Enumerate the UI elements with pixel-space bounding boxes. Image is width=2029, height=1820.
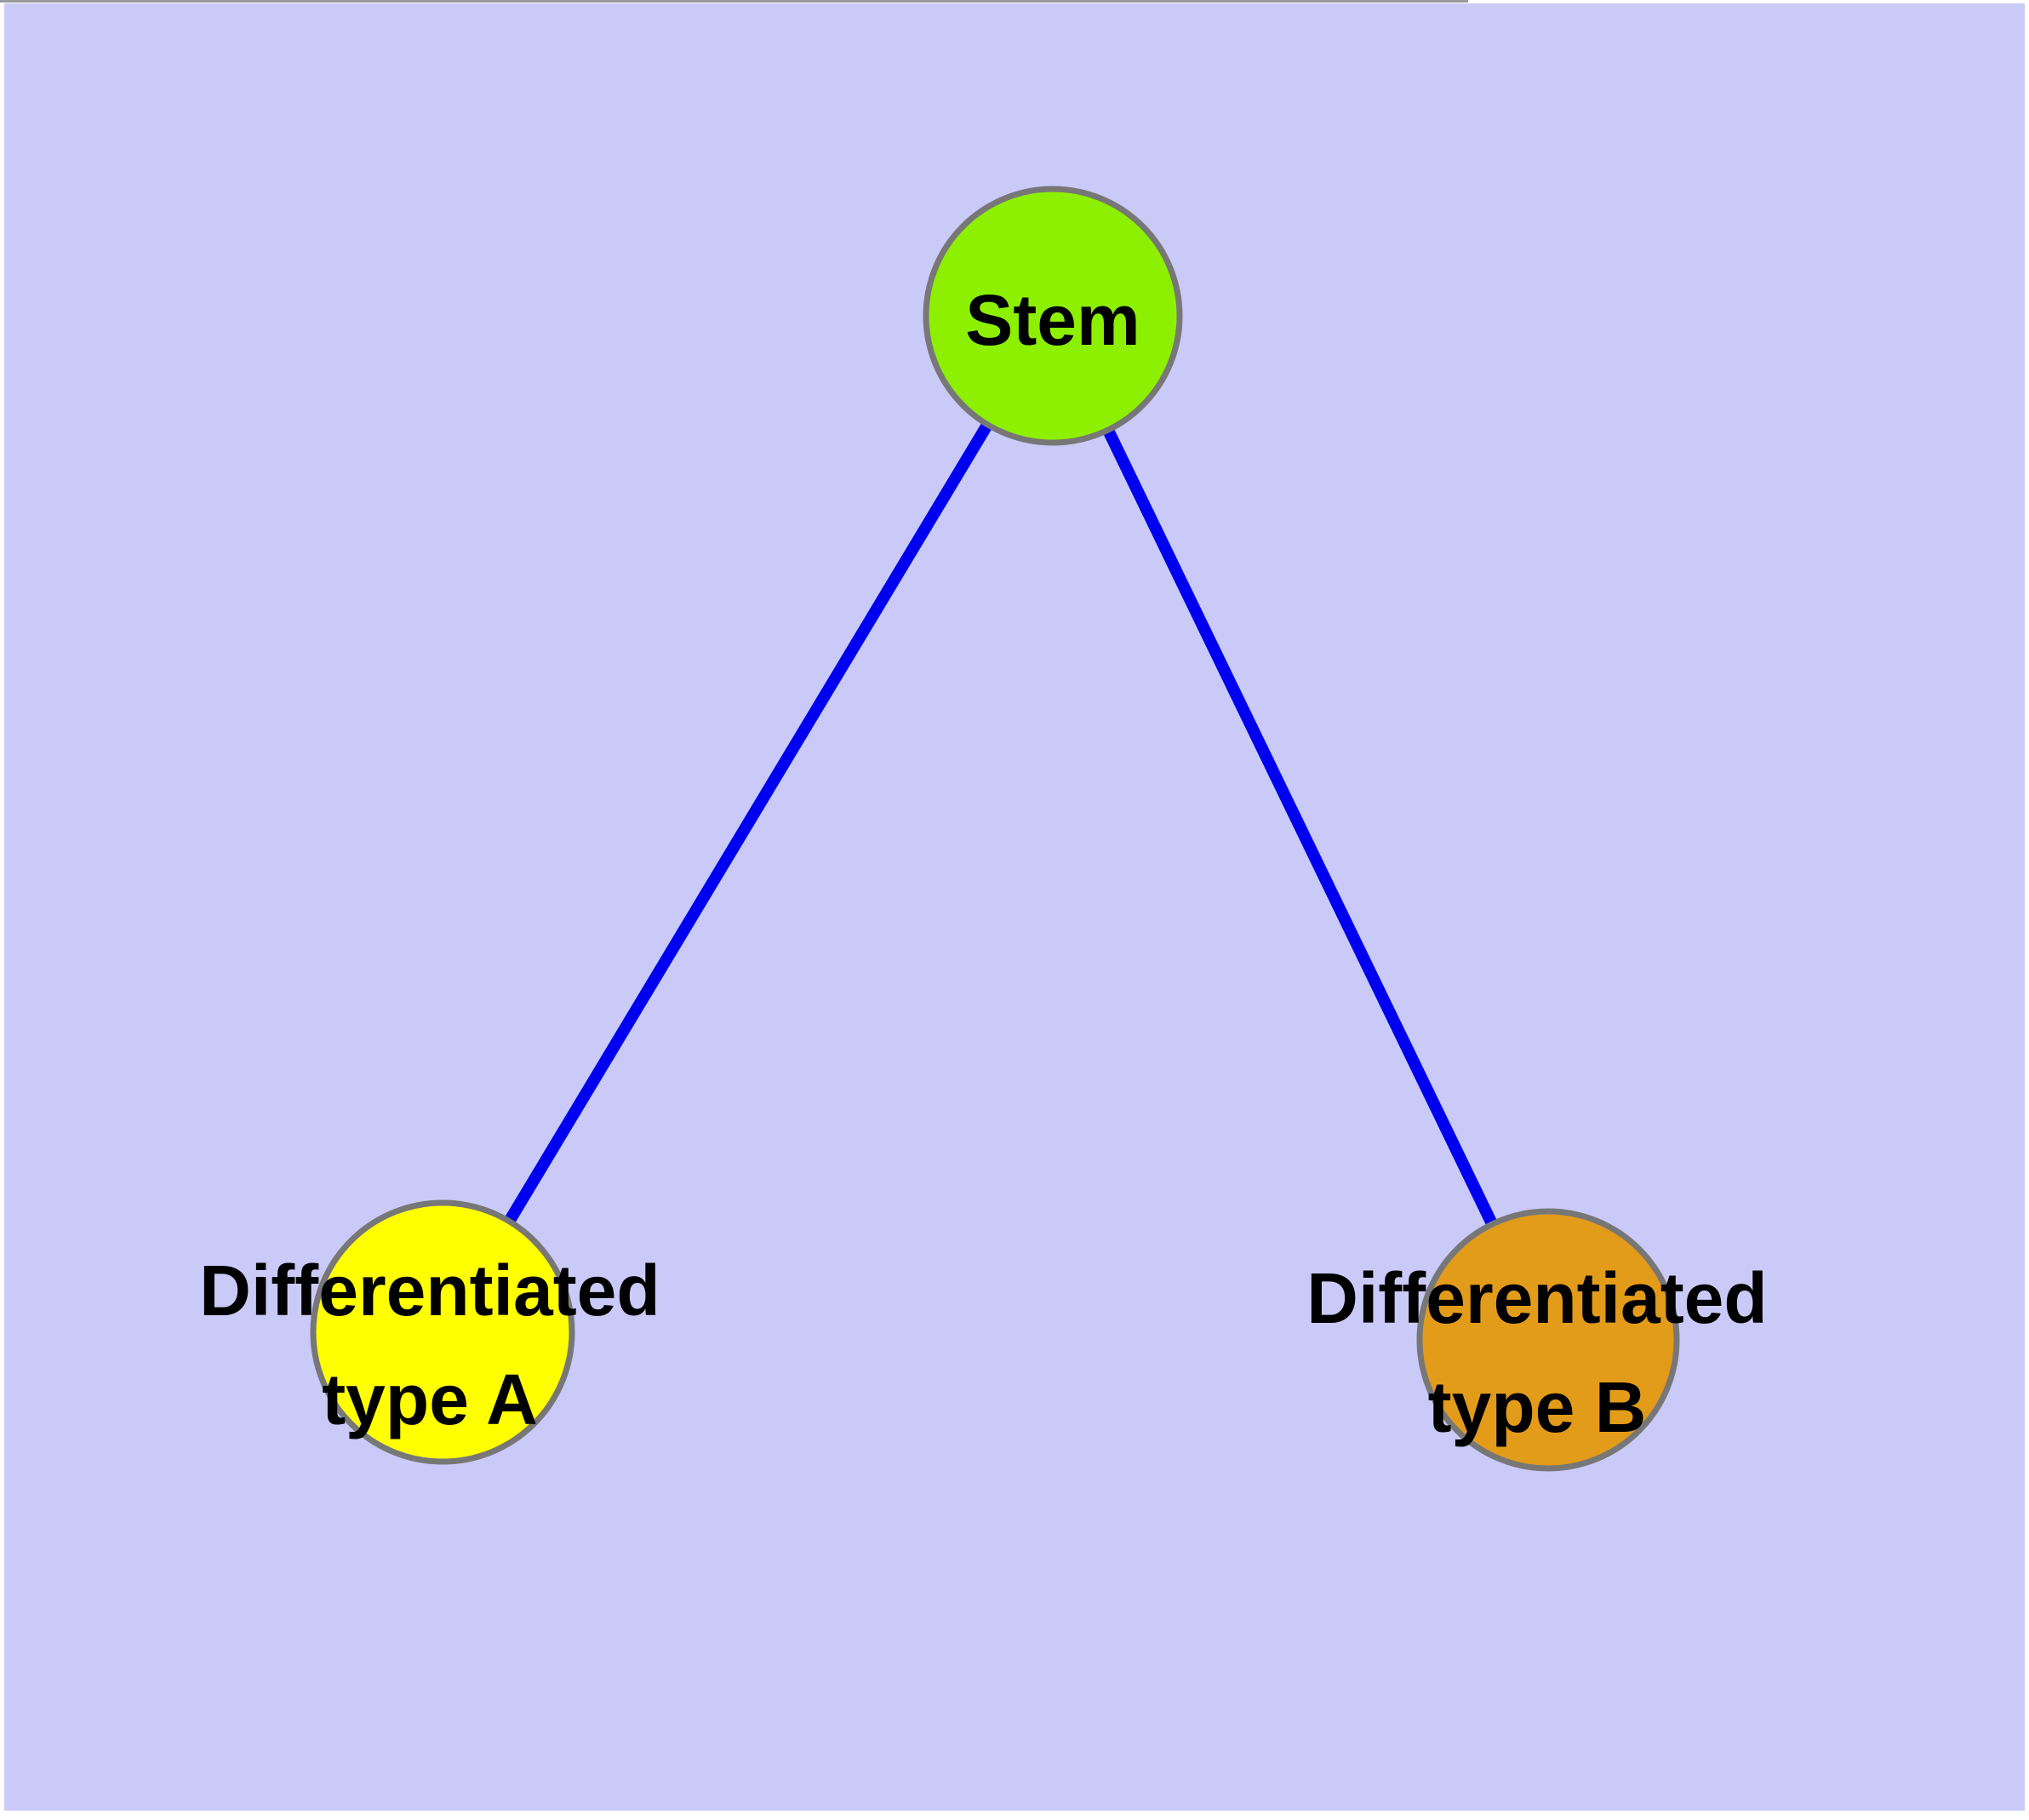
- node-label-type-b-line1: Differentiated: [1306, 1258, 1767, 1338]
- node-label-type-b-line2: type B: [1428, 1367, 1647, 1447]
- node-differentiated-type-a: [310, 1199, 575, 1465]
- node-label-type-a-line2: type A: [322, 1359, 538, 1439]
- node-differentiated-type-b: [1416, 1208, 1680, 1472]
- node-stem: [923, 186, 1183, 446]
- edge-stem-to-type-b: [1047, 312, 1554, 1343]
- node-label-type-a-line1: Differentiated: [199, 1251, 660, 1331]
- node-label-stem: Stem: [965, 280, 1140, 360]
- edge-stem-to-type-a: [437, 312, 1059, 1336]
- window-top-edge-line: [0, 0, 1468, 3]
